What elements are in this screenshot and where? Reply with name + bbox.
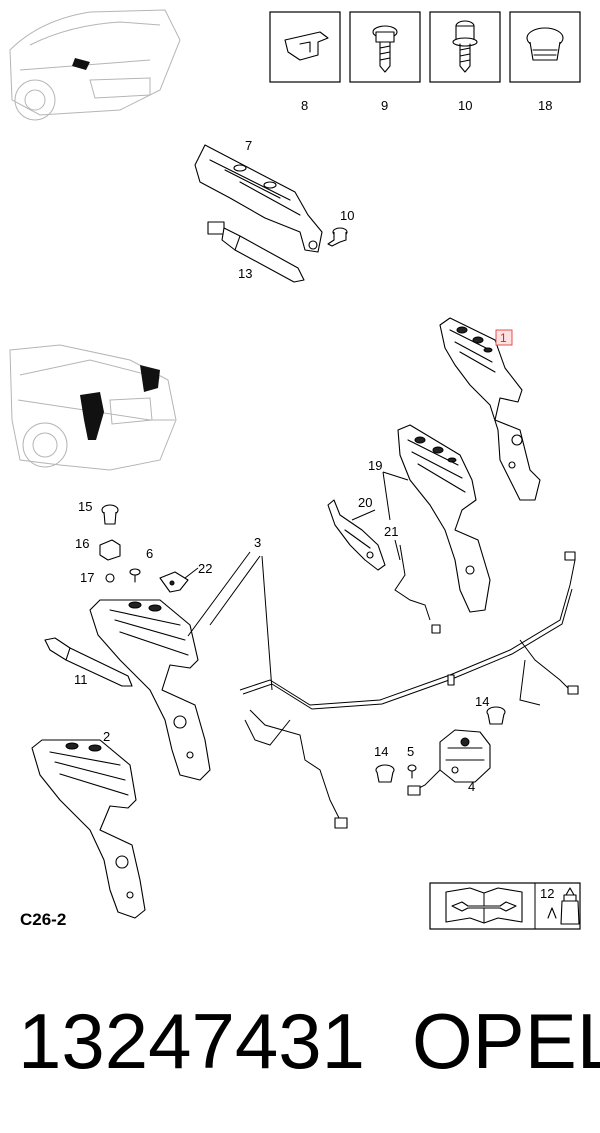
part-6-screw xyxy=(129,568,141,583)
diagram-code: C26-2 xyxy=(20,910,66,929)
part-21-harness xyxy=(394,544,431,621)
callout-3: 3 xyxy=(254,535,261,550)
part-box-18 xyxy=(509,11,581,83)
callout-16: 16 xyxy=(75,536,89,551)
callout-14-left: 14 xyxy=(374,744,388,759)
callout-9: 9 xyxy=(381,98,388,113)
callout-11: 11 xyxy=(74,672,88,687)
callout-7: 7 xyxy=(245,138,252,153)
callout-13: 13 xyxy=(238,266,252,281)
manual-book-wrench-icon xyxy=(445,887,523,924)
part-10-bolt xyxy=(327,227,348,247)
part-16-clip xyxy=(99,539,121,561)
part-14-bumper-right xyxy=(486,706,506,725)
callout-1-highlight xyxy=(495,329,513,346)
callout-18: 18 xyxy=(538,98,552,113)
callout-15: 15 xyxy=(78,499,92,514)
part-15-clip xyxy=(101,504,119,525)
part-2-hinge xyxy=(31,739,146,919)
callout-6: 6 xyxy=(146,546,153,561)
part-11-gas-strut xyxy=(44,637,133,687)
part-box-9 xyxy=(349,11,421,83)
callout-8: 8 xyxy=(301,98,308,113)
callout-21: 21 xyxy=(384,524,398,539)
part-number: 13247431 xyxy=(18,997,365,1085)
part-3-hinge-left xyxy=(89,599,211,781)
adhesive-bottle-icon xyxy=(547,887,580,925)
part-7-hinge-bracket xyxy=(194,144,323,253)
part-20-bracket xyxy=(327,499,386,571)
car-rear-view-icon xyxy=(9,9,181,121)
part-14-bumper-left xyxy=(375,764,395,783)
callout-12: 12 xyxy=(540,886,554,901)
callout-19: 19 xyxy=(368,458,382,473)
part-13-gas-strut xyxy=(207,221,305,283)
callout-4: 4 xyxy=(468,779,475,794)
part-box-8 xyxy=(269,11,341,83)
callout-1: 1 xyxy=(500,331,507,345)
callout-20: 20 xyxy=(358,495,372,510)
car-convertible-rear-icon xyxy=(9,344,177,471)
callout-5: 5 xyxy=(407,744,414,759)
part-5-screw xyxy=(407,764,417,779)
brand-name: OPEL xyxy=(412,997,600,1085)
part-1-hinge-assembly xyxy=(439,317,541,501)
part-4-lock-actuator xyxy=(407,729,491,796)
callout-2: 2 xyxy=(103,729,110,744)
part-17-nut xyxy=(105,573,115,583)
callout-10-bolt: 10 xyxy=(340,208,354,223)
callout-10-top: 10 xyxy=(458,98,472,113)
part-19-hinge xyxy=(397,424,491,613)
wiring-harness xyxy=(239,551,579,829)
callout-14-right: 14 xyxy=(475,694,489,709)
callout-22: 22 xyxy=(198,561,212,576)
part-box-10 xyxy=(429,11,501,83)
part-22-bracket xyxy=(159,571,189,593)
callout-17: 17 xyxy=(80,570,94,585)
